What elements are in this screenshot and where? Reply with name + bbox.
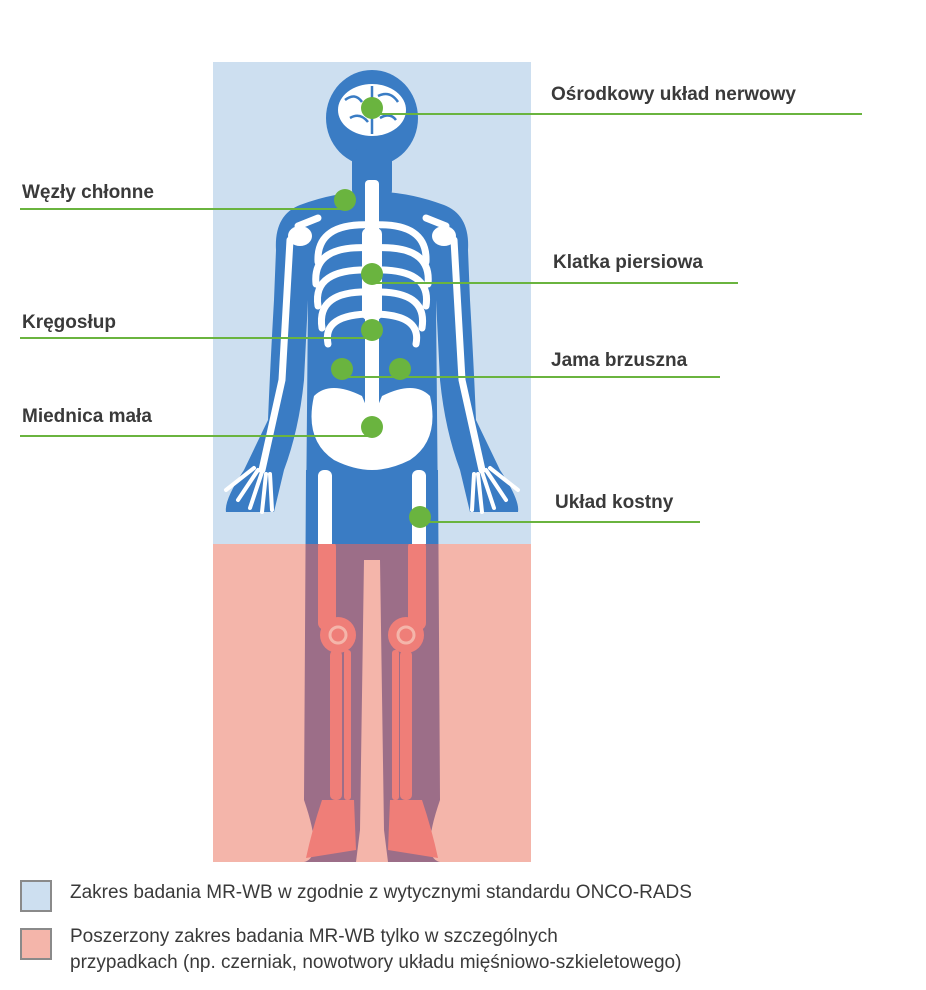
label-lymph-nodes: Węzły chłonne: [22, 182, 154, 203]
body-diagram: [20, 62, 862, 862]
label-abdomen: Jama brzuszna: [551, 350, 688, 371]
label-cns: Ośrodkowy układ nerwowy: [551, 84, 796, 105]
label-spine: Kręgosłup: [22, 312, 116, 333]
skeleton-lower: [306, 544, 438, 858]
label-chest: Klatka piersiowa: [553, 252, 703, 273]
legend-swatch-standard: [20, 880, 52, 912]
marker-spine: [361, 319, 383, 341]
marker-chest: [361, 263, 383, 285]
legend-extended-line-1: Poszerzony zakres badania MR-WB tylko w …: [70, 926, 558, 947]
marker-abdomen-left: [331, 358, 353, 380]
label-skeleton: Układ kostny: [555, 492, 674, 513]
legend-swatch-extended: [20, 928, 52, 960]
legend-standard: Zakres badania MR-WB w zgodnie z wytyczn…: [20, 880, 692, 912]
legend-text-extended: Poszerzony zakres badania MR-WB tylko w …: [70, 924, 681, 976]
marker-abdomen-right: [389, 358, 411, 380]
legend-extended: Poszerzony zakres badania MR-WB tylko w …: [20, 924, 681, 976]
marker-pelvis: [361, 416, 383, 438]
marker-cns: [361, 97, 383, 119]
legend-text-standard: Zakres badania MR-WB w zgodnie z wytyczn…: [70, 880, 692, 906]
bone-outlines: [328, 625, 416, 645]
skeleton-upper: [224, 180, 520, 544]
extended-scope-zone: [213, 544, 531, 862]
legend-extended-line-2: przypadkach (np. czerniak, nowotwory ukł…: [70, 952, 682, 973]
marker-skeleton: [409, 506, 431, 528]
label-pelvis: Miednica mała: [22, 406, 152, 427]
legend-standard-line: Zakres badania MR-WB w zgodnie z wytyczn…: [70, 882, 692, 903]
region-markers: [331, 97, 431, 528]
marker-lymph-nodes: [334, 189, 356, 211]
